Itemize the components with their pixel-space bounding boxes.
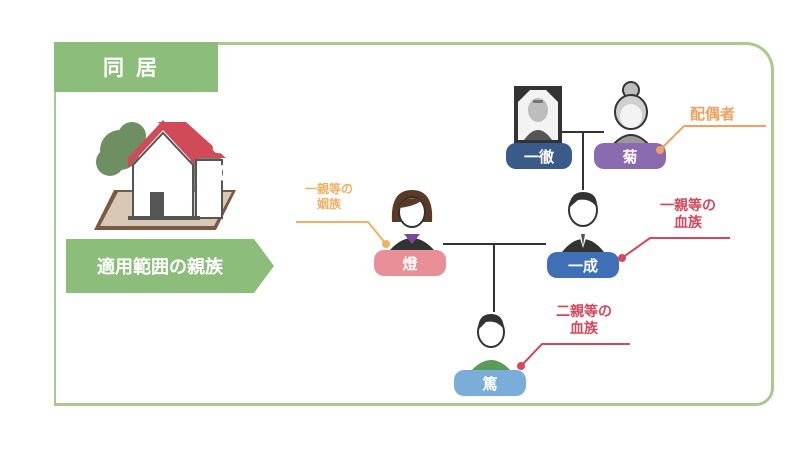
annotation-first-blood: 一親等の 血族 xyxy=(650,198,726,232)
annotation-first-inlaw-line1: 一親等の xyxy=(304,182,353,196)
name-tag-father: 一成 xyxy=(547,252,619,278)
name-tag-child: 篤 xyxy=(454,370,526,396)
house-icon xyxy=(94,120,236,230)
annotation-second-blood: 二親等の 血族 xyxy=(546,304,622,338)
name-tag-grandmother: 菊 xyxy=(594,143,666,169)
child-icon xyxy=(470,314,512,372)
annotation-spouse: 配偶者 xyxy=(690,105,736,123)
section-tab: 同居 xyxy=(54,42,218,92)
grandfather-portrait-icon xyxy=(514,86,562,144)
annotation-first-inlaw: 一親等の 姻族 xyxy=(296,182,362,212)
annotation-first-blood-line2: 血族 xyxy=(674,215,702,231)
scope-label: 適用範囲の親族 xyxy=(97,257,223,278)
scope-banner: 適用範囲の親族 xyxy=(66,239,274,293)
annotation-second-blood-line2: 血族 xyxy=(570,321,598,337)
name-tag-grandfather: 一徹 xyxy=(506,143,572,169)
father-icon xyxy=(562,192,604,252)
name-tag-mother: 燈 xyxy=(374,250,446,276)
annotation-first-inlaw-line2: 姻族 xyxy=(316,197,341,211)
discount-off: OFF xyxy=(216,162,266,187)
discount-percent: 80% xyxy=(211,130,271,159)
mother-icon xyxy=(390,190,434,250)
section-frame xyxy=(54,42,774,406)
annotation-first-blood-line1: 一親等の xyxy=(660,198,716,214)
annotation-second-blood-line1: 二親等の xyxy=(556,304,612,320)
